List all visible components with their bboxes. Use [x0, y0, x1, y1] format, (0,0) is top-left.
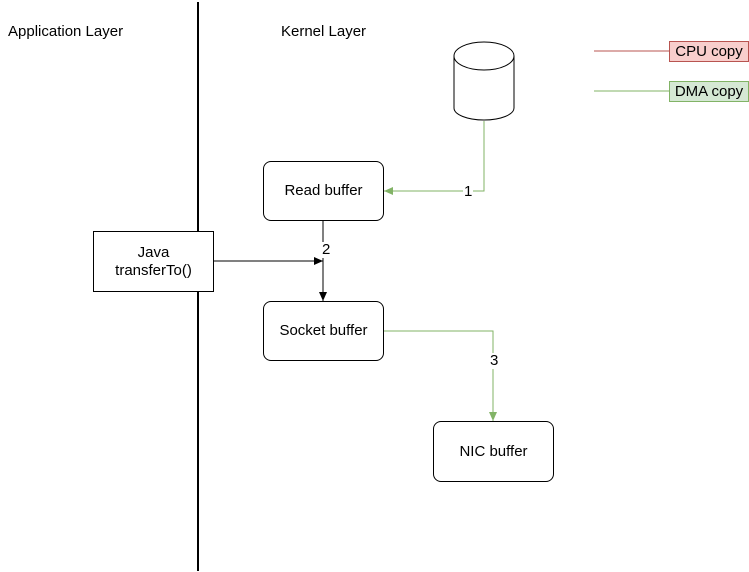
nic-buffer-node: NIC buffer [433, 421, 554, 482]
edge-socket-to-nic-buffer [384, 330, 497, 421]
java-transferto-label: Java transferTo() [115, 243, 192, 279]
disk-icon [453, 41, 515, 121]
application-layer-label: Application Layer [8, 23, 124, 40]
edge-disk-to-read-buffer [384, 121, 485, 195]
socket-buffer-label: Socket buffer [279, 322, 368, 339]
edge-label-2: 2 [321, 241, 332, 258]
legend-cpu-copy: CPU copy [669, 41, 749, 62]
edge-label-1: 1 [463, 183, 474, 200]
kernel-layer-label: Kernel Layer [281, 23, 367, 40]
legend-dma-copy: DMA copy [669, 81, 749, 102]
nic-buffer-label: NIC buffer [459, 442, 528, 460]
read-buffer-label: Read buffer [284, 182, 363, 199]
java-transferto-node: Java transferTo() [93, 231, 214, 292]
socket-buffer-node: Socket buffer [263, 301, 384, 361]
read-buffer-node: Read buffer [263, 161, 384, 221]
edge-label-3: 3 [489, 352, 500, 369]
